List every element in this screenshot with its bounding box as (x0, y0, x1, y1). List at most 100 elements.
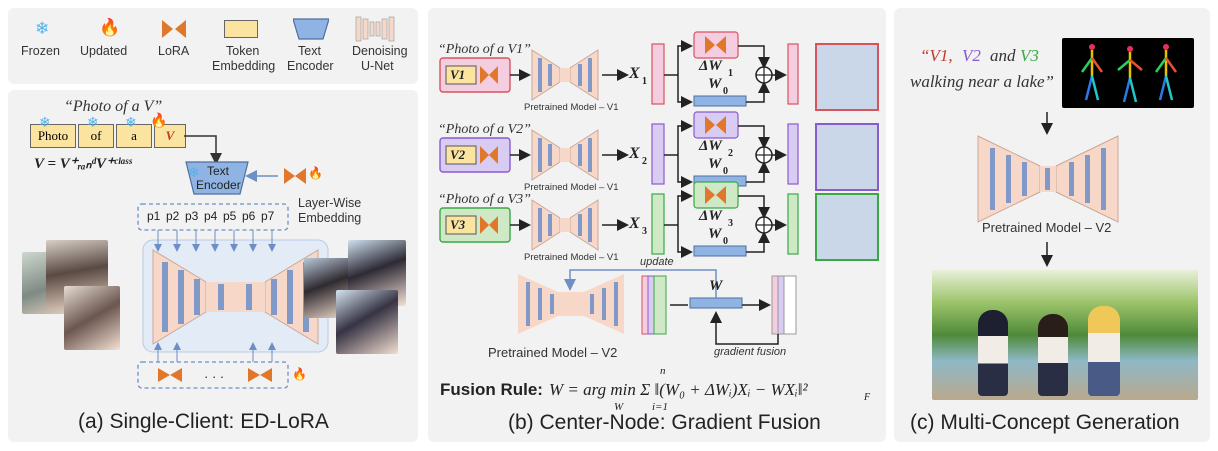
pose-image (1062, 38, 1194, 108)
row-prompt: “Photo of a V2” (438, 122, 531, 137)
row-token: V3 (450, 217, 466, 232)
gradient-fusion-arrow (710, 311, 779, 345)
snowflake-icon: ❄ (125, 114, 137, 130)
legend-frozen: Frozen (21, 44, 60, 58)
lora-right (489, 146, 498, 164)
lora-right (716, 186, 726, 204)
snowflake-icon: ❄ (188, 164, 200, 180)
figure-3 (1088, 306, 1120, 396)
row-dw-sub: 3 (728, 218, 733, 229)
row-model: Pretrained Model – V1 (524, 102, 619, 113)
merge-path (738, 45, 770, 69)
panel-a-caption: (a) Single-Client: ED-LoRA (78, 410, 329, 433)
merge-path (738, 195, 770, 219)
unet-bar (538, 58, 542, 92)
result-image (815, 193, 879, 261)
row-dw: ΔW (699, 58, 722, 74)
unet-left (531, 49, 561, 101)
norm-subscript: F (864, 392, 871, 403)
feature-block (651, 43, 665, 105)
lora-left (480, 216, 489, 234)
token-embedding-icon (224, 20, 258, 38)
merge-path (738, 125, 770, 149)
output-image-3 (336, 290, 398, 354)
token-v: V (154, 124, 186, 148)
fused-w-label: W (709, 278, 723, 294)
unet-bar (588, 138, 592, 172)
row-model: Pretrained Model – V1 (524, 252, 619, 263)
token-embedding (445, 145, 477, 165)
unet-bar (538, 208, 542, 242)
flame-icon: 🔥 (150, 112, 168, 128)
sum-upper: n (660, 365, 666, 377)
row-dw-sub: 2 (728, 148, 733, 159)
panel-a-prompt: “Photo of a V” (64, 98, 163, 115)
stack-3 (653, 275, 667, 335)
token-a: a (116, 124, 152, 148)
lora-right (716, 116, 726, 134)
branch-up (677, 190, 693, 225)
unet-bar (548, 64, 552, 86)
snowflake-icon: ❄ (35, 19, 50, 38)
p-token-3: p3 (185, 209, 199, 223)
row-x: X (629, 65, 640, 82)
row-w0-sub: 0 (723, 86, 728, 97)
panel-a-arrows (137, 135, 329, 389)
pose-skeletons (1080, 44, 1178, 103)
p-token-5: p5 (223, 209, 237, 223)
output-block (787, 193, 799, 255)
argmin-subscript: W (614, 401, 624, 413)
legend-text-encoder-1: Text (298, 44, 321, 58)
unet-bar (578, 64, 582, 86)
row-token: V1 (450, 67, 466, 82)
layer-wise-label-1: Layer-Wise (298, 196, 362, 210)
row-prompt: “Photo of a V3” (438, 192, 531, 207)
unet-bar (548, 214, 552, 236)
row-model: Pretrained Model – V1 (524, 182, 619, 193)
prompt-v3: V3 (1020, 46, 1039, 65)
unet-right (569, 49, 599, 101)
legend-updated: Updated (80, 44, 128, 58)
token-photo: Photo (30, 124, 76, 148)
unet-mid (560, 218, 570, 232)
lora-dots: · · · (204, 369, 225, 384)
branch-down (677, 225, 693, 258)
row-x-sub: 3 (642, 226, 647, 237)
legend-lora: LoRA (158, 44, 190, 58)
row-w0: W (708, 156, 722, 172)
token-of: of (78, 124, 114, 148)
unet-left (531, 199, 561, 251)
feature-block (651, 123, 665, 185)
unet-v2-bar (590, 294, 594, 314)
result-image (815, 123, 879, 191)
update-label: update (640, 256, 674, 268)
row-token: V2 (450, 147, 466, 162)
prompt-and: and (990, 46, 1016, 65)
unet-v2-bar (602, 288, 606, 320)
row-dw-sub: 1 (728, 68, 733, 79)
legend-token-embedding-1: Token (226, 44, 260, 58)
w0-bar (693, 95, 747, 107)
text-encoder-label-2: Encoder (196, 178, 241, 192)
row-prompt: “Photo of a V1” (438, 42, 531, 57)
training-image-3 (64, 286, 120, 350)
fusion-rule-label: Fusion Rule: (440, 380, 543, 399)
panel-b-caption: (b) Center-Node: Gradient Fusion (508, 411, 821, 434)
out-stack-3 (783, 275, 797, 335)
fusion-formula: W = arg min Σ ‖(W₀ + ΔWᵢ)Xᵢ − WXᵢ‖² (549, 380, 808, 399)
panel-c-model-label: Pretrained Model – V2 (982, 220, 1112, 235)
output-block (787, 123, 799, 185)
unet-v2-bar (538, 288, 542, 320)
row-w0-sub: 0 (723, 236, 728, 247)
w-bar (689, 297, 743, 309)
p-token-2: p2 (166, 209, 180, 223)
unet-bar (578, 214, 582, 236)
snowflake-icon: ❄ (87, 114, 99, 130)
row-w0: W (708, 76, 722, 92)
gradient-fusion-label: gradient fusion (714, 346, 787, 358)
panel-a-equation: V = V⁺ᵣₐₙᵈV⁺ᶜˡᵃˢˢ (34, 156, 132, 172)
legend-token-embedding-2: Embedding (212, 59, 276, 73)
generated-image (932, 270, 1198, 400)
branch-down (677, 155, 693, 188)
